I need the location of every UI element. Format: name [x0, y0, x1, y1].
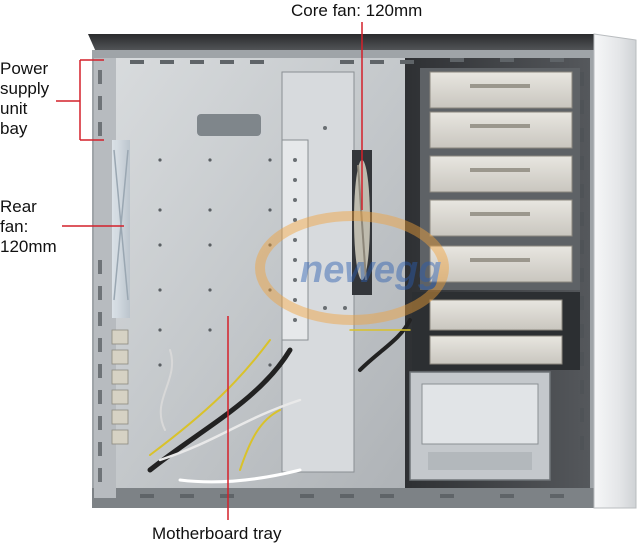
- rear-rail: [94, 58, 116, 498]
- chassis-top-rail: [88, 34, 596, 54]
- core-fan-label: Core fan: 120mm: [291, 1, 423, 20]
- support-bracket: [281, 71, 355, 473]
- expansion-slots: [111, 329, 129, 445]
- front-rail: [580, 72, 584, 450]
- top-rail-holes: [130, 58, 564, 64]
- tray-cutout: [197, 114, 261, 136]
- rear-fan-label: Rear fan: 120mm: [0, 197, 57, 256]
- watermark-logo: newegg: [255, 211, 449, 325]
- drive-bays: [420, 68, 580, 290]
- rear-fan: [112, 140, 130, 318]
- leader-lines: [56, 22, 363, 520]
- bottom-rail-holes: [140, 494, 564, 498]
- core-fan: [352, 150, 372, 295]
- hard-drive-cage: [409, 371, 551, 481]
- watermark-text: newegg: [300, 249, 441, 291]
- power-supply-bay-label: Power supply unit bay: [0, 59, 50, 138]
- standoff-holes: [158, 158, 272, 367]
- floppy-bays: [412, 292, 580, 370]
- motherboard-tray-label: Motherboard tray: [152, 524, 282, 543]
- front-bezel: [593, 33, 637, 509]
